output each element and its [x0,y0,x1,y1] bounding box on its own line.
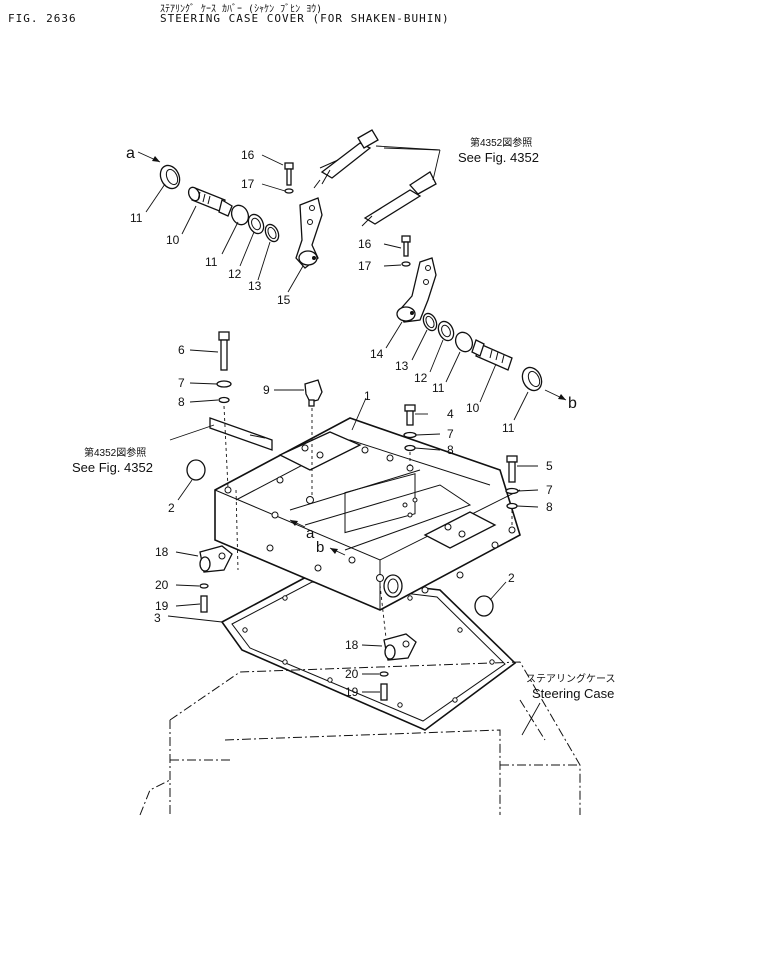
callout-18: 18 [345,638,359,652]
callout-6: 6 [178,343,185,357]
callout-19: 19 [155,599,169,613]
ref-fig-4352-jp-top: 第4352図参照 [470,136,532,149]
callout-13: 13 [248,279,262,293]
steering-case-label-en: Steering Case [532,686,614,701]
callout-20: 20 [155,578,169,592]
callout-7: 7 [546,483,553,497]
steering-case-outline [139,661,581,816]
callout-12: 12 [414,371,428,385]
callout-8: 8 [178,395,185,409]
callout-11: 11 [205,255,218,269]
callout-4: 4 [447,407,454,421]
ref-fig-4352-jp-left: 第4352図参照 [84,446,146,459]
ref-fig-4352-en-top: See Fig. 4352 [458,150,539,165]
callout-19: 19 [345,685,359,699]
callout-8: 8 [447,443,454,457]
right-shaft-assembly [361,171,543,392]
title-japanese: ｽﾃｱﾘﾝｸﾞ ｹｰｽ ｶﾊﾞｰ (ｼｬｹﾝ ﾌﾞﾋﾝ ﾖｳ) [160,4,323,15]
callout-labels: a b a b 第4352図参照 See Fig. 4352 第4352図参照 … [72,136,616,701]
steering-case-label-jp: ステアリングケース [526,672,616,685]
callout-7: 7 [178,376,185,390]
callout-7: 7 [447,427,454,441]
callout-2: 2 [168,501,175,515]
callout-16: 16 [241,148,255,162]
leader-lines [137,145,567,736]
arrow-label-a: a [126,145,135,162]
callout-11: 11 [432,381,445,395]
ref-fig-4352-en-left: See Fig. 4352 [72,460,153,475]
case-cover-part-1 [214,417,521,611]
callout-2: 2 [508,571,515,585]
cover-fasteners [186,331,519,701]
title-english: STEERING CASE COVER (FOR SHAKEN-BUHIN) [160,12,450,25]
callout-16: 16 [358,237,372,251]
arrow-label-a-inner: a [306,525,315,542]
arrow-label-b: b [568,395,577,412]
callout-11: 11 [130,211,143,225]
callout-10: 10 [166,233,180,247]
callout-17: 17 [241,177,255,191]
figure-number: FIG. 2636 [8,12,77,25]
arrow-label-b-inner: b [316,539,324,556]
callout-13: 13 [395,359,409,373]
bracket-left [209,417,273,451]
callout-5: 5 [546,459,553,473]
callout-1: 1 [364,389,371,403]
callout-3: 3 [154,611,161,625]
callout-9: 9 [263,383,270,397]
callout-17: 17 [358,259,372,273]
callout-14: 14 [370,347,384,361]
callout-10: 10 [466,401,480,415]
callout-18: 18 [155,545,169,559]
upper-left-shaft-assembly [159,129,379,269]
callout-12: 12 [228,267,242,281]
callout-8: 8 [546,500,553,514]
callout-20: 20 [345,667,359,681]
callout-15: 15 [277,293,291,307]
callout-11: 11 [502,421,515,435]
